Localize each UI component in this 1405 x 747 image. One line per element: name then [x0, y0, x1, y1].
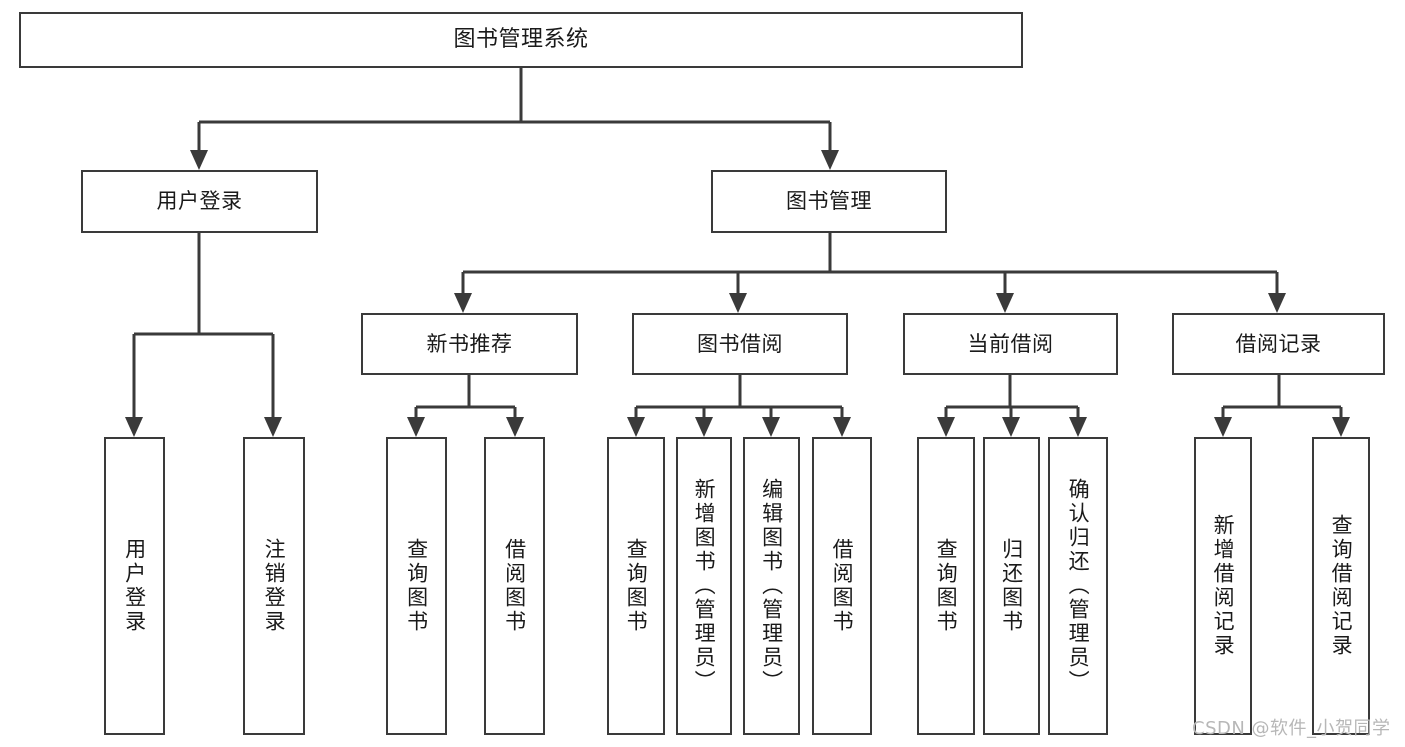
arrowhead-borrow-drop-3	[762, 417, 780, 437]
arrowhead-bookmgmt-drop-1	[454, 293, 472, 313]
arrowhead-current-drop-2	[1002, 417, 1020, 437]
node-label: 新书推荐	[426, 331, 513, 356]
node-label: 查询图书	[624, 538, 649, 634]
node-leaf-current-3[interactable]: 确认归还（管理员）	[1048, 437, 1108, 735]
node-leaf-records-2[interactable]: 查询借阅记录	[1312, 437, 1370, 735]
arrowhead-bookmgmt-drop-2	[729, 293, 747, 313]
node-label: 借阅图书	[502, 538, 527, 634]
arrowhead-borrow-drop-1	[627, 417, 645, 437]
node-leaf-newrec-2[interactable]: 借阅图书	[484, 437, 545, 735]
arrowhead-records-drop-2	[1332, 417, 1350, 437]
node-bookmgmt[interactable]: 图书管理	[711, 170, 947, 233]
arrowhead-bookmgmt-drop-3	[996, 293, 1014, 313]
node-label: 查询图书	[404, 538, 429, 634]
node-current[interactable]: 当前借阅	[903, 313, 1118, 375]
node-label: 编辑图书（管理员）	[759, 478, 784, 694]
arrowhead-records-drop-1	[1214, 417, 1232, 437]
node-borrow[interactable]: 图书借阅	[632, 313, 848, 375]
node-newrec[interactable]: 新书推荐	[361, 313, 578, 375]
node-label: 注销登录	[262, 538, 287, 634]
arrowhead-current-drop-3	[1069, 417, 1087, 437]
arrowhead-login-drop-2	[264, 417, 282, 437]
node-root[interactable]: 图书管理系统	[19, 12, 1023, 68]
arrowhead-borrow-drop-2	[695, 417, 713, 437]
node-label: 新增图书（管理员）	[692, 478, 717, 694]
node-label: 图书管理	[786, 189, 872, 214]
node-leaf-borrow-1[interactable]: 查询图书	[607, 437, 665, 735]
arrowhead-borrow-drop-4	[833, 417, 851, 437]
node-leaf-current-1[interactable]: 查询图书	[917, 437, 975, 735]
arrowhead-current-drop-1	[937, 417, 955, 437]
node-leaf-borrow-4[interactable]: 借阅图书	[812, 437, 872, 735]
node-label: 归还图书	[999, 538, 1024, 634]
node-leaf-login-2[interactable]: 注销登录	[243, 437, 305, 735]
node-leaf-borrow-2[interactable]: 新增图书（管理员）	[676, 437, 732, 735]
node-label: 图书管理系统	[453, 27, 589, 53]
node-label: 新增借阅记录	[1211, 514, 1236, 658]
arrowhead-root-drop-bookmgmt	[821, 150, 839, 170]
node-label: 图书借阅	[697, 331, 783, 356]
node-leaf-current-2[interactable]: 归还图书	[983, 437, 1040, 735]
arrowhead-login-drop-1	[125, 417, 143, 437]
node-leaf-login-1[interactable]: 用户登录	[104, 437, 165, 735]
node-leaf-records-1[interactable]: 新增借阅记录	[1194, 437, 1252, 735]
node-leaf-newrec-1[interactable]: 查询图书	[386, 437, 447, 735]
node-label: 借阅图书	[830, 538, 855, 634]
arrowhead-root-drop-login	[190, 150, 208, 170]
node-label: 用户登录	[156, 189, 243, 214]
node-login[interactable]: 用户登录	[81, 170, 318, 233]
node-leaf-borrow-3[interactable]: 编辑图书（管理员）	[743, 437, 800, 735]
arrowhead-newrec-drop-2	[506, 417, 524, 437]
arrowhead-bookmgmt-drop-4	[1268, 293, 1286, 313]
node-label: 查询借阅记录	[1329, 514, 1354, 658]
node-label: 用户登录	[122, 538, 147, 634]
node-label: 查询图书	[934, 538, 959, 634]
node-label: 确认归还（管理员）	[1066, 478, 1091, 694]
node-records[interactable]: 借阅记录	[1172, 313, 1385, 375]
arrowhead-newrec-drop-1	[407, 417, 425, 437]
node-label: 借阅记录	[1235, 331, 1322, 356]
node-label: 当前借阅	[967, 331, 1054, 356]
